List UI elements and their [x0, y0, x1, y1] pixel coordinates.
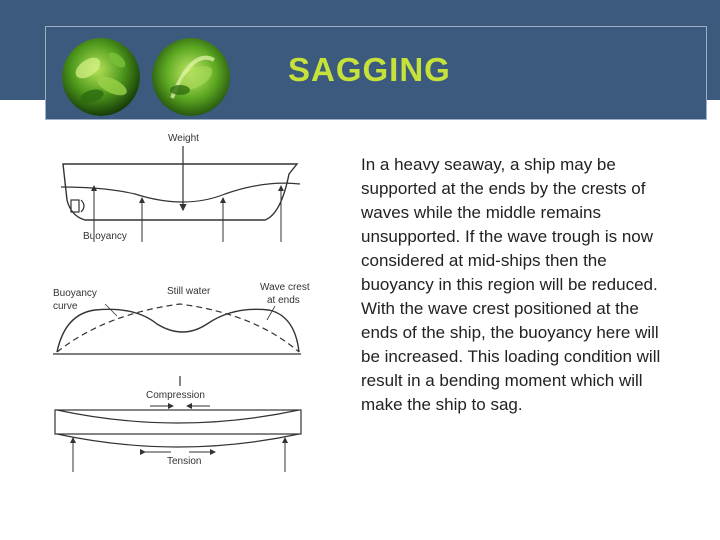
- beam-deflection-bottom: [56, 433, 300, 448]
- sagging-beam-panel: Compression Tension: [54, 376, 302, 472]
- buoyancy-curve-label-2: curve: [53, 301, 78, 312]
- leaf-orb-left-icon: [62, 38, 140, 116]
- slide-title: SAGGING: [288, 51, 451, 88]
- beam-deflection-top: [56, 409, 300, 424]
- hull-outline: [62, 163, 299, 221]
- beam-rect: [54, 409, 302, 435]
- wave-crest-curve: [56, 308, 300, 353]
- body-text: In a heavy seaway, a ship may be support…: [361, 155, 661, 414]
- wave-crest-label: Wave crest: [260, 282, 310, 293]
- rudder: [70, 199, 80, 213]
- buoyancy-label: Buoyancy: [83, 231, 127, 242]
- leaf-orb-right-icon: [152, 38, 230, 116]
- sagging-diagram: Weight Buoyancy Buoyancy curve Still wat…: [53, 133, 310, 472]
- waterline: [60, 182, 301, 203]
- wave-crest-label-2: at ends: [267, 295, 300, 306]
- buoyancy-curve-panel: Buoyancy curve Still water Wave crest at…: [53, 282, 310, 355]
- hull-panel: Weight Buoyancy: [60, 133, 301, 242]
- weight-label: Weight: [168, 133, 199, 144]
- still-water-label: Still water: [167, 286, 211, 297]
- compression-label: Compression: [146, 390, 205, 401]
- tension-label: Tension: [167, 456, 201, 467]
- buoyancy-curve-label: Buoyancy: [53, 288, 97, 299]
- still-water-curve: [56, 303, 300, 353]
